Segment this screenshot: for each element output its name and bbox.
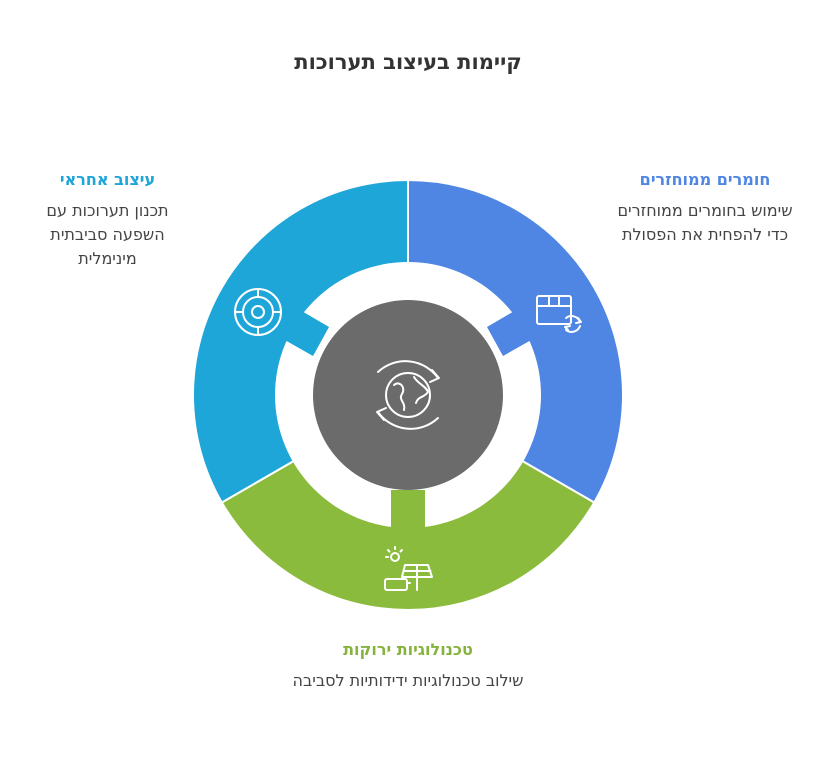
connector-recycled [487,310,533,356]
responsible-design-title: עיצוב אחראי [59,170,156,189]
solar-panel-icon [384,546,433,591]
diagram-title: קיימות בעיצוב תערוכות [294,50,522,74]
responsible-design-description: תכנון תערוכות עם השפעה סביבתית מינימלית [46,201,169,268]
green-tech-label: טכנולוגיות ירוקות שילוב טכנולוגיות ידידו… [278,640,538,693]
responsible-design-label: עיצוב אחראי תכנון תערוכות עם השפעה סביבת… [20,170,195,271]
box-recycle-icon [536,295,582,333]
green-tech-description: שילוב טכנולוגיות ידידותיות לסביבה [292,671,524,690]
recycled-materials-title: חומרים ממוחזרים [639,170,771,189]
center-circle [313,300,503,490]
globe-cycle-icon [376,360,440,430]
connector-green-tech [391,490,425,530]
connector-responsible [283,310,329,356]
target-icon [234,288,282,336]
green-tech-title: טכנולוגיות ירוקות [343,640,473,659]
recycled-materials-label: חומרים ממוחזרים שימוש בחומרים ממוחזרים כ… [610,170,800,247]
recycled-materials-description: שימוש בחומרים ממוחזרים כדי להפחית את הפס… [617,201,793,244]
